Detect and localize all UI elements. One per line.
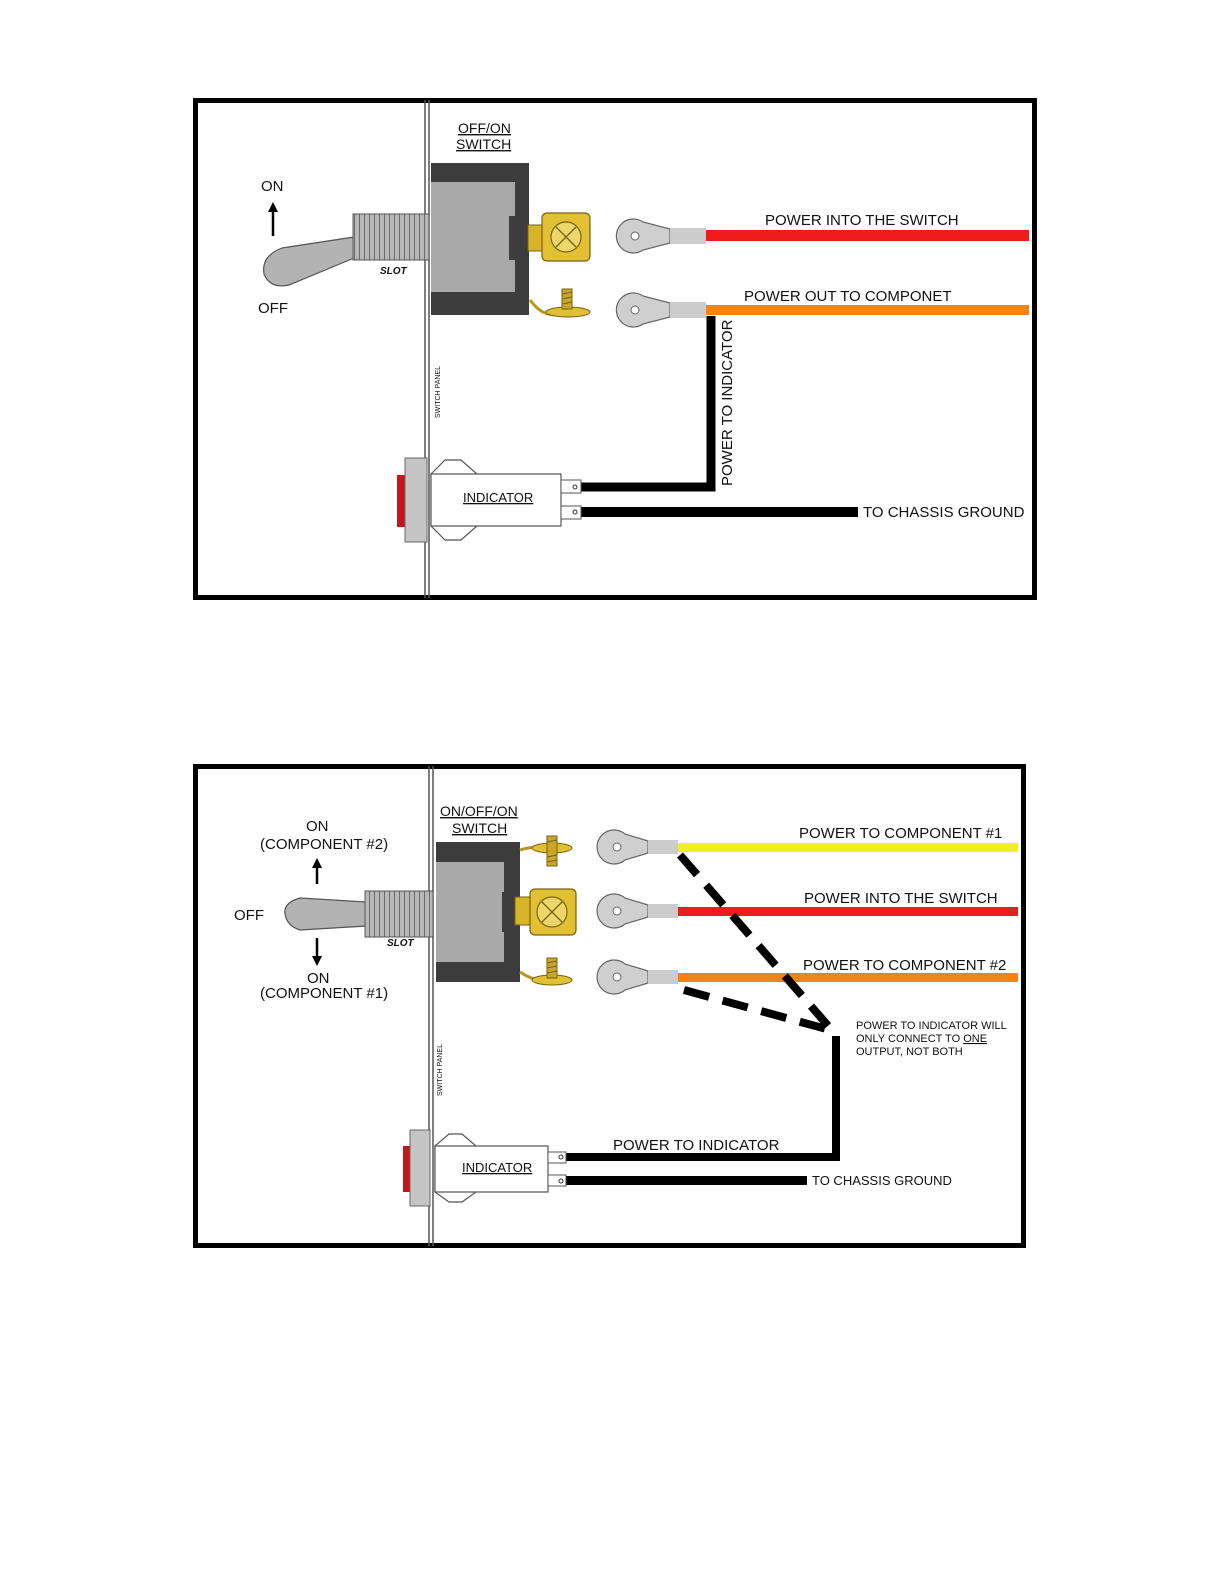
wire-power-out	[706, 305, 1029, 315]
switch-title-line2: SWITCH	[452, 820, 507, 836]
ring-terminal-icon	[615, 292, 706, 328]
slot-label: SLOT	[380, 266, 408, 277]
on-top-label: ON	[306, 818, 329, 835]
on-bottom-sub-label: (COMPONENT #1)	[260, 985, 388, 1002]
spring-terminal-icon	[519, 835, 573, 867]
on-top-sub-label: (COMPONENT #2)	[260, 836, 388, 853]
wire-power-out-label: POWER OUT TO COMPONET	[744, 288, 952, 305]
indicator-lamp-icon	[397, 457, 582, 543]
wire-power-to-indicator-label: POWER TO INDICATOR	[719, 319, 736, 486]
on-bottom-label: ON	[307, 970, 330, 987]
switch-panel-label: SWITCH PANEL	[435, 366, 442, 418]
up-arrow-icon	[312, 858, 322, 884]
wire-power-to-indicator-label: POWER TO INDICATOR	[613, 1137, 780, 1154]
ring-terminal-icon	[596, 959, 678, 995]
svg-text:OUTPUT, NOT BOTH: OUTPUT, NOT BOTH	[856, 1046, 963, 1058]
toggle-lever-icon	[263, 213, 430, 287]
wire-power-to-indicator	[580, 316, 716, 492]
switch-title: OFF/ON	[458, 120, 511, 136]
switch-title-line2: SWITCH	[456, 136, 511, 152]
wire-power-in	[678, 907, 1018, 916]
wire-chassis-ground	[580, 507, 858, 517]
ring-terminal-icon	[596, 829, 678, 865]
spring-terminal-icon	[528, 288, 591, 318]
spring-terminal-icon	[519, 957, 573, 986]
wire-component-1	[678, 843, 1018, 852]
diagram-2-on-off-on: SWITCH PANEL ON (COMPONENT #2) OFF ON (C…	[193, 764, 1026, 1248]
indicator-label: INDICATOR	[463, 490, 533, 505]
switch-body	[436, 842, 520, 982]
screw-terminal-icon	[527, 212, 591, 262]
svg-text:ONLY CONNECT TO ONE: ONLY CONNECT TO ONE	[856, 1033, 987, 1045]
slot-label: SLOT	[387, 938, 415, 949]
dashed-feed-from-component-2	[682, 986, 832, 1034]
diagram-1-off-on: SWITCH PANEL ON OFF SLOT OFF/ON SWITCH	[193, 98, 1037, 600]
wire-power-to-indicator	[566, 1036, 840, 1161]
svg-text:POWER TO INDICATOR WILL: POWER TO INDICATOR WILL	[856, 1020, 1007, 1032]
switch-body	[431, 163, 529, 315]
toggle-lever-icon	[284, 890, 434, 938]
off-label: OFF	[234, 907, 264, 924]
switch-panel-label: SWITCH PANEL	[437, 1044, 444, 1096]
wire-chassis-ground-label: TO CHASSIS GROUND	[863, 504, 1025, 521]
wire-component-1-label: POWER TO COMPONENT #1	[799, 825, 1002, 842]
up-arrow-icon	[268, 202, 278, 236]
down-arrow-icon	[312, 938, 322, 966]
ring-terminal-icon	[615, 218, 706, 254]
indicator-lamp-icon	[403, 1129, 567, 1207]
wire-component-2	[678, 973, 1018, 982]
switch-title: ON/OFF/ON	[440, 803, 518, 819]
on-label: ON	[261, 178, 284, 195]
wire-power-in-label: POWER INTO THE SWITCH	[804, 890, 998, 907]
wire-component-2-label: POWER TO COMPONENT #2	[803, 957, 1006, 974]
wire-chassis-ground-label: TO CHASSIS GROUND	[812, 1173, 952, 1188]
ring-terminal-icon	[596, 893, 678, 929]
indicator-label: INDICATOR	[462, 1160, 532, 1175]
diagram-1-frame	[193, 98, 1037, 600]
indicator-note: POWER TO INDICATOR WILL ONLY CONNECT TO …	[856, 1020, 1007, 1058]
wire-power-in-label: POWER INTO THE SWITCH	[765, 212, 959, 229]
screw-terminal-icon	[514, 888, 577, 936]
off-label: OFF	[258, 300, 288, 317]
wire-power-in	[706, 230, 1029, 241]
wire-chassis-ground	[566, 1176, 807, 1185]
